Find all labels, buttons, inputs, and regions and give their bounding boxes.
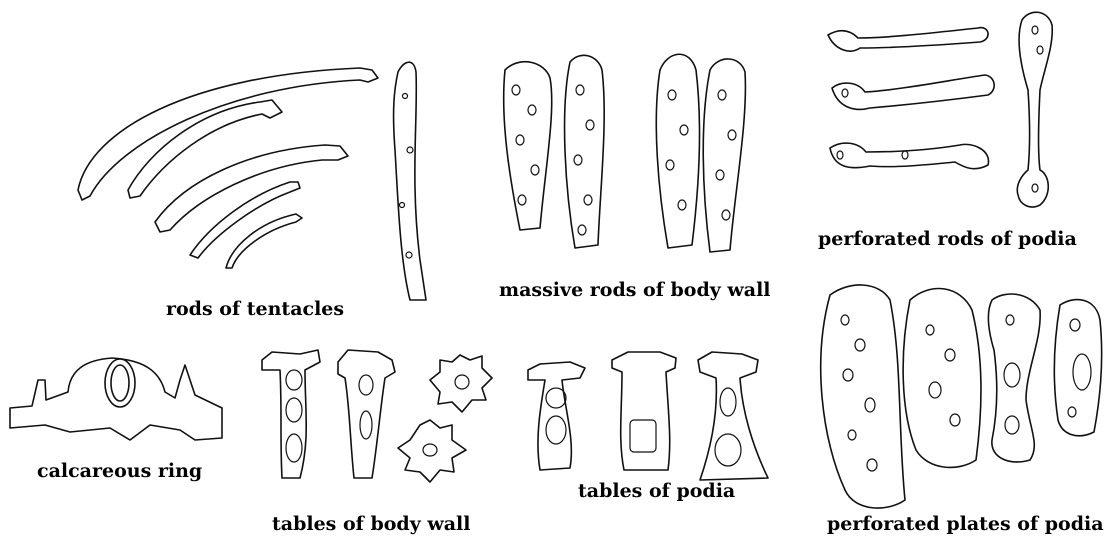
tentacle-rod-vertical [394, 62, 426, 300]
calcareous-ring-group [10, 358, 222, 440]
massive-rod-4 [703, 59, 745, 252]
perforated-rod-1 [828, 28, 988, 52]
table-body-wall-star-2 [398, 420, 466, 482]
tentacle-rod-4 [190, 182, 300, 258]
tentacle-rod-1 [78, 68, 378, 200]
tentacle-rod-2 [128, 100, 282, 198]
label-calcareous-ring: calcareous ring [37, 462, 202, 481]
massive-rod-3 [656, 54, 699, 248]
label-perforated-plates-of-podia: perforated plates of podia [827, 515, 1104, 534]
label-massive-rods-of-body-wall: massive rods of body wall [499, 281, 771, 300]
table-body-wall-star-1 [430, 355, 492, 412]
massive-rods-group [504, 54, 746, 252]
perforated-rod-vertical [1017, 12, 1052, 207]
tables-body-wall-group [262, 350, 492, 482]
massive-rod-1 [504, 62, 552, 230]
perforated-rod-2 [832, 75, 994, 109]
label-rods-of-tentacles: rods of tentacles [166, 300, 344, 319]
label-tables-of-body-wall: tables of body wall [272, 515, 470, 534]
table-podia-3 [698, 352, 768, 480]
label-tables-of-podia: tables of podia [578, 482, 735, 501]
table-body-wall-2 [338, 350, 395, 478]
table-body-wall-1 [262, 350, 320, 478]
perforated-rod-3 [830, 143, 989, 169]
massive-rod-2 [565, 55, 605, 248]
perforated-plate-2 [903, 289, 981, 468]
perforated-rods-group [828, 12, 1052, 207]
tentacle-rods-group [78, 62, 426, 300]
perforated-plates-group [821, 285, 1102, 508]
label-perforated-rods-of-podia: perforated rods of podia [818, 230, 1077, 249]
perforated-plate-1 [821, 285, 905, 508]
tentacle-rod-3 [155, 145, 348, 232]
tables-podia-group [528, 352, 768, 480]
